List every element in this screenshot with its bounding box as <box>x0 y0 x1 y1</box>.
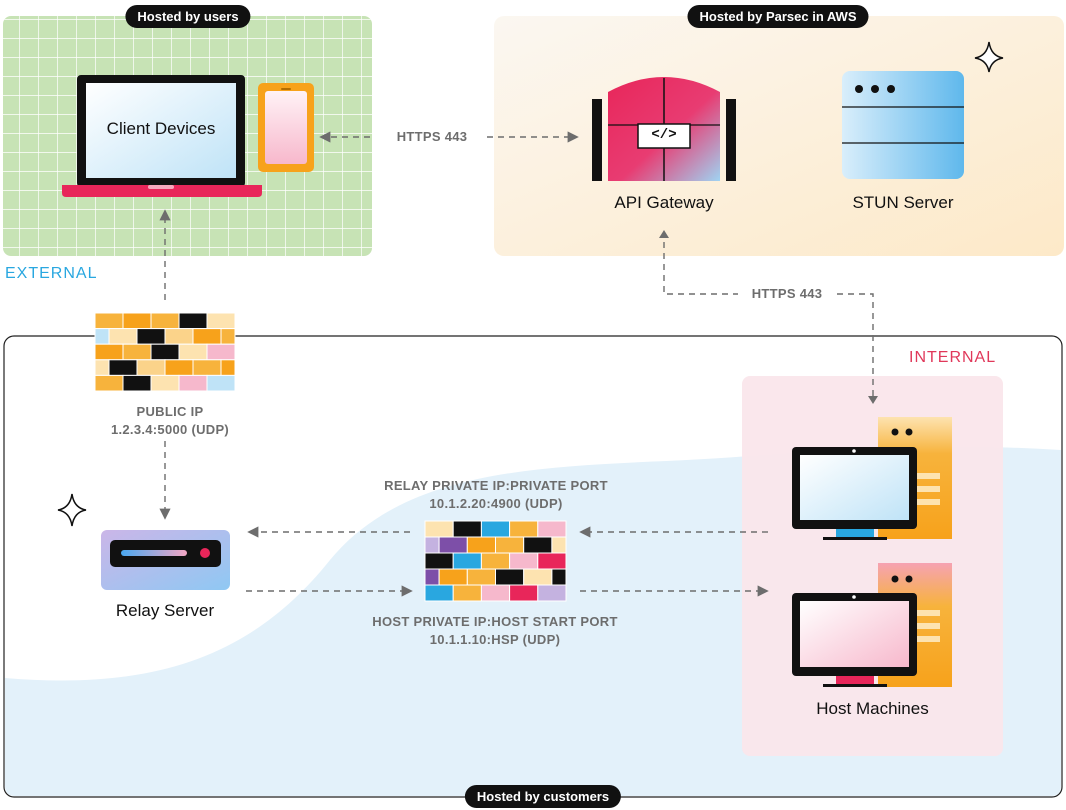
arrow-head-icon <box>868 396 878 404</box>
external-label: EXTERNAL <box>5 265 98 282</box>
stun-server-label: STUN Server <box>852 193 954 212</box>
hosted-by-users-pill: Hosted by users <box>125 5 251 28</box>
phone-icon <box>258 83 314 172</box>
host-private-value: 10.1.1.10:HSP (UDP) <box>429 632 561 647</box>
aws-zone <box>494 16 1064 256</box>
public-ip-value: 1.2.3.4:5000 (UDP) <box>110 422 230 437</box>
gateway-host-connector <box>663 242 874 402</box>
hosted-by-customers-pill: Hosted by customers <box>464 785 622 808</box>
public-ip-title: PUBLIC IP <box>136 404 204 419</box>
https-top-label: HTTPS 443 <box>378 128 486 146</box>
sparkle-icon <box>57 493 87 527</box>
hosted-by-parsec-pill: Hosted by Parsec in AWS <box>687 5 869 28</box>
host-private-title: HOST PRIVATE IP:HOST START PORT <box>372 614 618 629</box>
stun-server-icon <box>842 71 964 179</box>
host-machine-icon <box>792 417 952 540</box>
laptop-icon <box>62 75 262 197</box>
relay-server-label: Relay Server <box>115 601 215 620</box>
api-gateway-label: API Gateway <box>614 193 714 212</box>
relay-private-title: RELAY PRIVATE IP:PRIVATE PORT <box>384 478 608 493</box>
arrow-head-icon <box>659 230 669 238</box>
sparkle-icon <box>974 41 1004 73</box>
relay-private-value: 10.1.2.20:4900 (UDP) <box>429 496 563 511</box>
https-right-label: HTTPS 443 <box>751 286 823 301</box>
public-firewall-icon <box>94 312 236 392</box>
relay-server-icon <box>101 530 230 590</box>
api-gateway-icon <box>592 77 736 181</box>
relay-firewall-icon <box>424 520 567 602</box>
client-devices-label: Client Devices <box>106 119 216 138</box>
api-code-icon: </> <box>651 127 677 143</box>
internal-label: INTERNAL <box>909 349 997 366</box>
host-machines-label: Host Machines <box>816 699 929 718</box>
host-machine-icon <box>792 563 952 687</box>
